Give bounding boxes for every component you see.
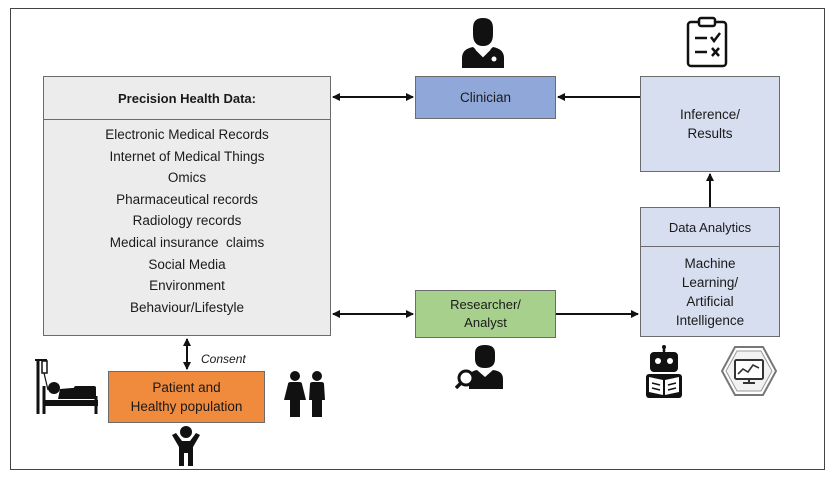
patient-label-line1: Patient and [152,380,221,395]
precision-health-list: Electronic Medical Records Internet of M… [44,120,330,318]
list-item: Pharmaceutical records [116,191,258,207]
researcher-label-line1: Researcher/ [450,297,521,312]
analytics-monitor-icon [721,346,777,396]
clinician-box: Clinician [415,76,556,119]
clinician-label: Clinician [459,90,512,105]
couple-icon [284,371,325,417]
analytics-line: Intelligence [675,313,745,328]
list-item: Environment [149,278,225,294]
list-item: Internet of Medical Things [109,148,265,164]
patient-box: Patient and Healthy population [108,371,265,423]
clipboard-checklist-icon [686,16,728,68]
data-analytics-box: Data Analytics Machine Learning/ Artific… [640,207,780,337]
consent-label: Consent [201,352,246,366]
analytics-line: Artificial [686,294,734,309]
list-item: Electronic Medical Records [105,127,269,142]
list-item: Medical insurance claims [109,234,265,250]
child-icon [172,426,200,466]
doctor-icon [462,18,504,68]
data-analytics-title: Data Analytics [641,208,779,247]
researcher-box: Researcher/ Analyst [415,290,556,338]
data-analytics-body: Machine Learning/ Artificial Intelligenc… [641,247,779,337]
precision-health-title: Precision Health Data: [44,77,330,120]
hospital-bed-icon [35,359,98,414]
inference-box: Inference/ Results [640,76,780,172]
inference-label-line2: Results [687,126,733,141]
precision-health-data-box: Precision Health Data: Electronic Medica… [43,76,331,336]
researcher-label-line2: Analyst [464,315,507,330]
researcher-search-icon [455,345,503,389]
list-item: Social Media [148,256,226,272]
figure-frame [10,8,825,470]
analytics-line: Machine [684,256,736,271]
list-item: Radiology records [132,213,242,229]
robot-reading-icon [646,345,682,398]
inference-label-line1: Inference/ [679,107,741,122]
patient-label-line2: Healthy population [130,399,243,414]
analytics-line: Learning/ [681,275,739,290]
list-item: Behaviour/Lifestyle [129,299,245,315]
list-item: Omics [167,170,207,186]
